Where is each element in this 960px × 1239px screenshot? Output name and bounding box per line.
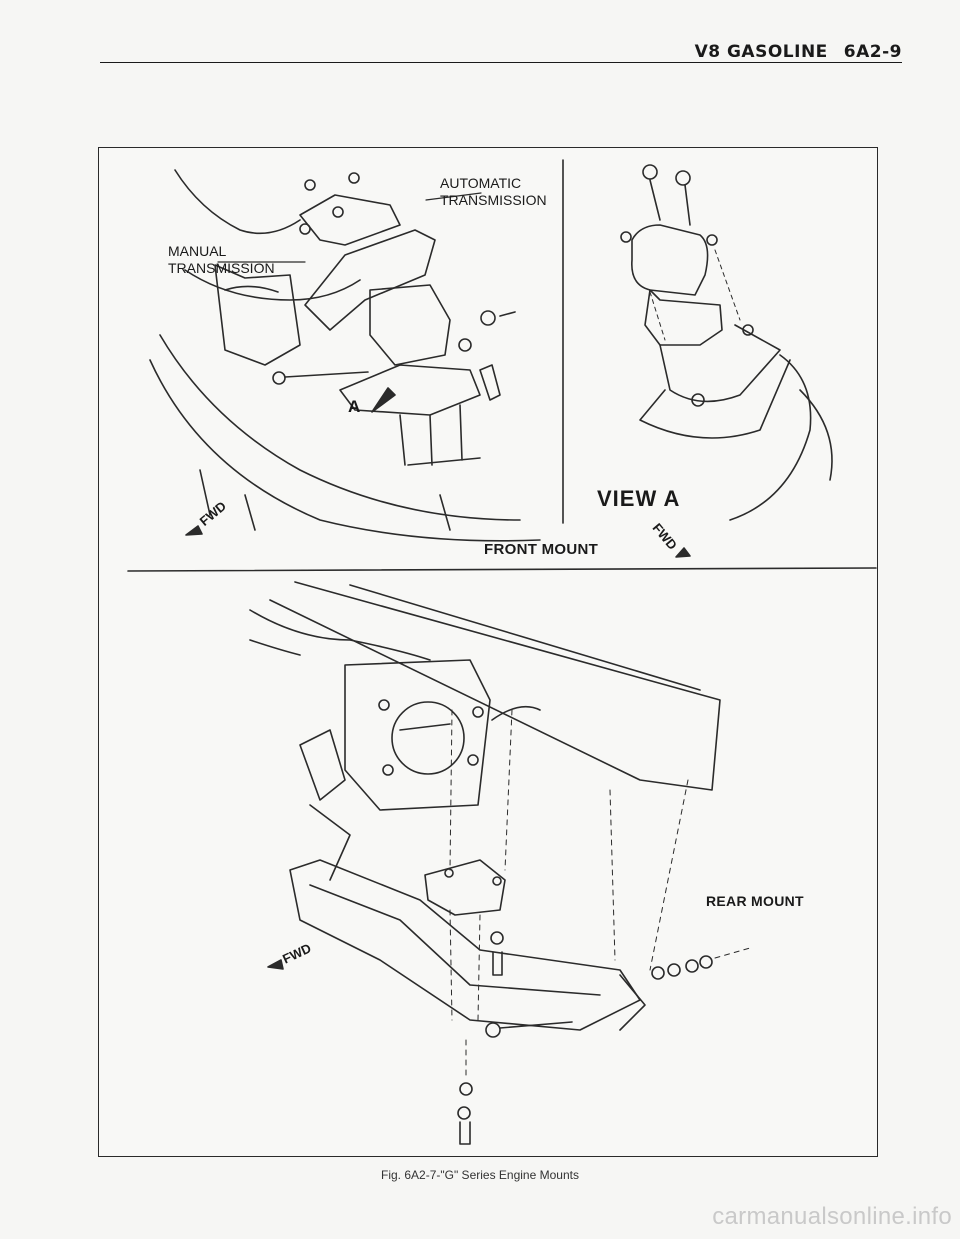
view-a-drawing bbox=[620, 164, 833, 521]
header-rule bbox=[100, 62, 902, 63]
panel-divider-horizontal bbox=[127, 567, 877, 572]
fwd-arrow-front-icon bbox=[185, 525, 203, 536]
watermark: carmanualsonline.info bbox=[712, 1203, 952, 1230]
label-manual-transmission: MANUAL TRANSMISSION bbox=[168, 243, 275, 277]
label-view-a: VIEW A bbox=[597, 486, 681, 511]
label-manual-line-1: MANUAL bbox=[168, 243, 227, 259]
section-title: V8 GASOLINE bbox=[694, 42, 828, 62]
label-front-mount: FRONT MOUNT bbox=[484, 541, 599, 558]
label-manual-line-2: TRANSMISSION bbox=[168, 260, 275, 276]
label-arrow-a: A bbox=[348, 397, 361, 416]
front-mount-drawing bbox=[149, 169, 541, 542]
label-automatic-line-2: TRANSMISSION bbox=[440, 192, 547, 208]
fwd-arrow-view-a-icon bbox=[675, 547, 691, 558]
label-rear-mount: REAR MOUNT bbox=[706, 893, 804, 909]
page-number: 6A2-9 bbox=[843, 42, 902, 62]
page-header: V8 GASOLINE 6A2-9 bbox=[695, 42, 902, 62]
figure-caption: Fig. 6A2-7-"G" Series Engine Mounts bbox=[381, 1168, 579, 1182]
label-automatic-transmission: AUTOMATIC TRANSMISSION bbox=[440, 175, 547, 209]
figure-frame bbox=[98, 147, 878, 1157]
label-automatic-line-1: AUTOMATIC bbox=[440, 175, 522, 191]
rear-mount-drawing bbox=[249, 581, 751, 1145]
fwd-arrow-rear-icon bbox=[267, 959, 284, 970]
